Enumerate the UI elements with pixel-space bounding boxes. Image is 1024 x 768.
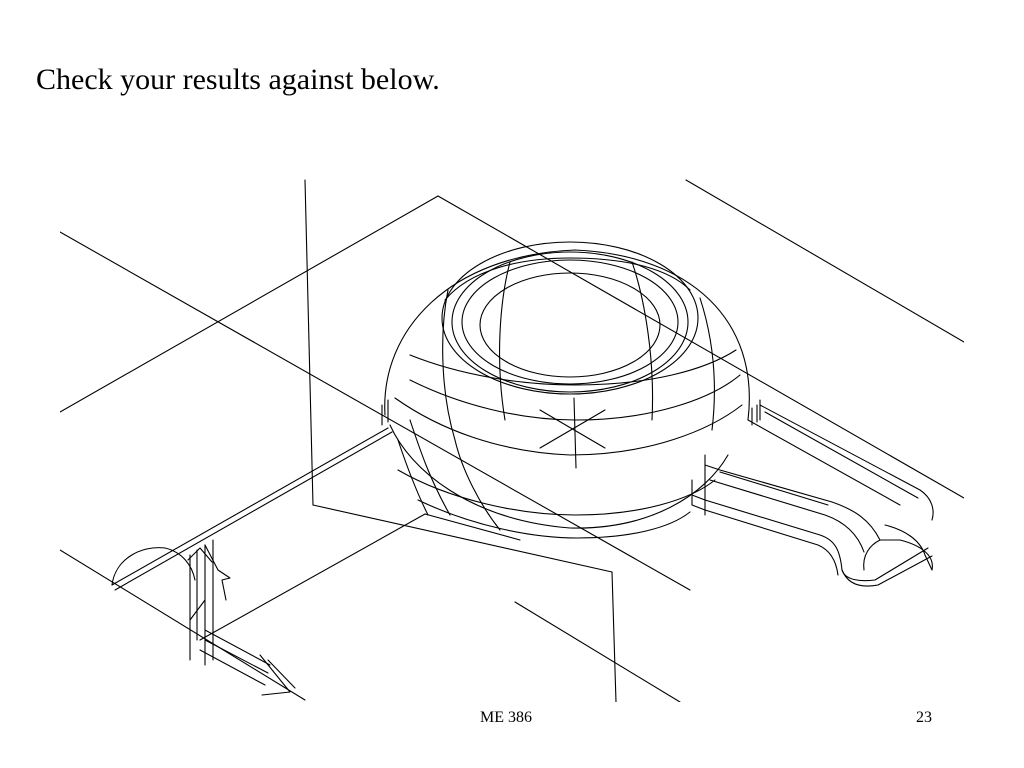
bowl-handle	[691, 399, 934, 587]
footer-page-number: 23	[916, 709, 932, 726]
cad-wireframe-drawing	[60, 179, 964, 702]
bowl-meridians	[397, 261, 715, 531]
section-plane	[304, 179, 617, 702]
bowl-rim	[441, 241, 699, 395]
cad-wireframe-figure	[60, 178, 964, 702]
fillet-markers	[381, 399, 758, 426]
axis-triad	[111, 539, 296, 696]
center-mark	[539, 397, 606, 469]
slide-title: Check your results against below.	[36, 63, 440, 96]
footer-course-label: ME 386	[480, 709, 532, 726]
step-edges	[111, 427, 521, 641]
